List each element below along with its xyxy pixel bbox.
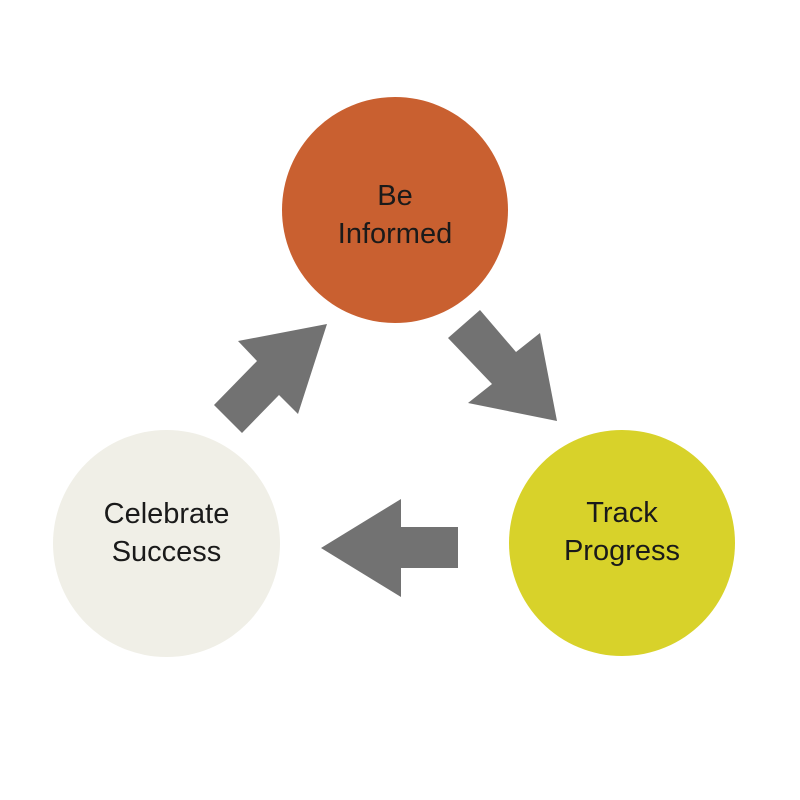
be-informed-label-line2: Informed — [337, 218, 453, 250]
track-progress-circle: Track Progress — [509, 430, 735, 656]
celebrate-success-circle: Celebrate Success — [53, 430, 280, 657]
arrow-track-to-celebrate — [321, 499, 458, 597]
be-informed-label: Be Informed — [338, 177, 452, 253]
celebrate-success-label-line2: Success — [111, 535, 222, 568]
track-progress-label-line1: Track — [586, 497, 658, 529]
celebrate-success-label: Celebrate Success — [104, 495, 230, 571]
track-progress-label: Track Progress — [564, 494, 680, 570]
celebrate-success-label-line1: Celebrate — [103, 497, 230, 530]
be-informed-label-line1: Be — [377, 180, 413, 212]
track-progress-label-line2: Progress — [563, 535, 681, 567]
be-informed-circle: Be Informed — [282, 97, 508, 323]
arrow-celebrate-to-informed — [214, 324, 327, 433]
arrow-informed-to-track — [448, 310, 557, 421]
